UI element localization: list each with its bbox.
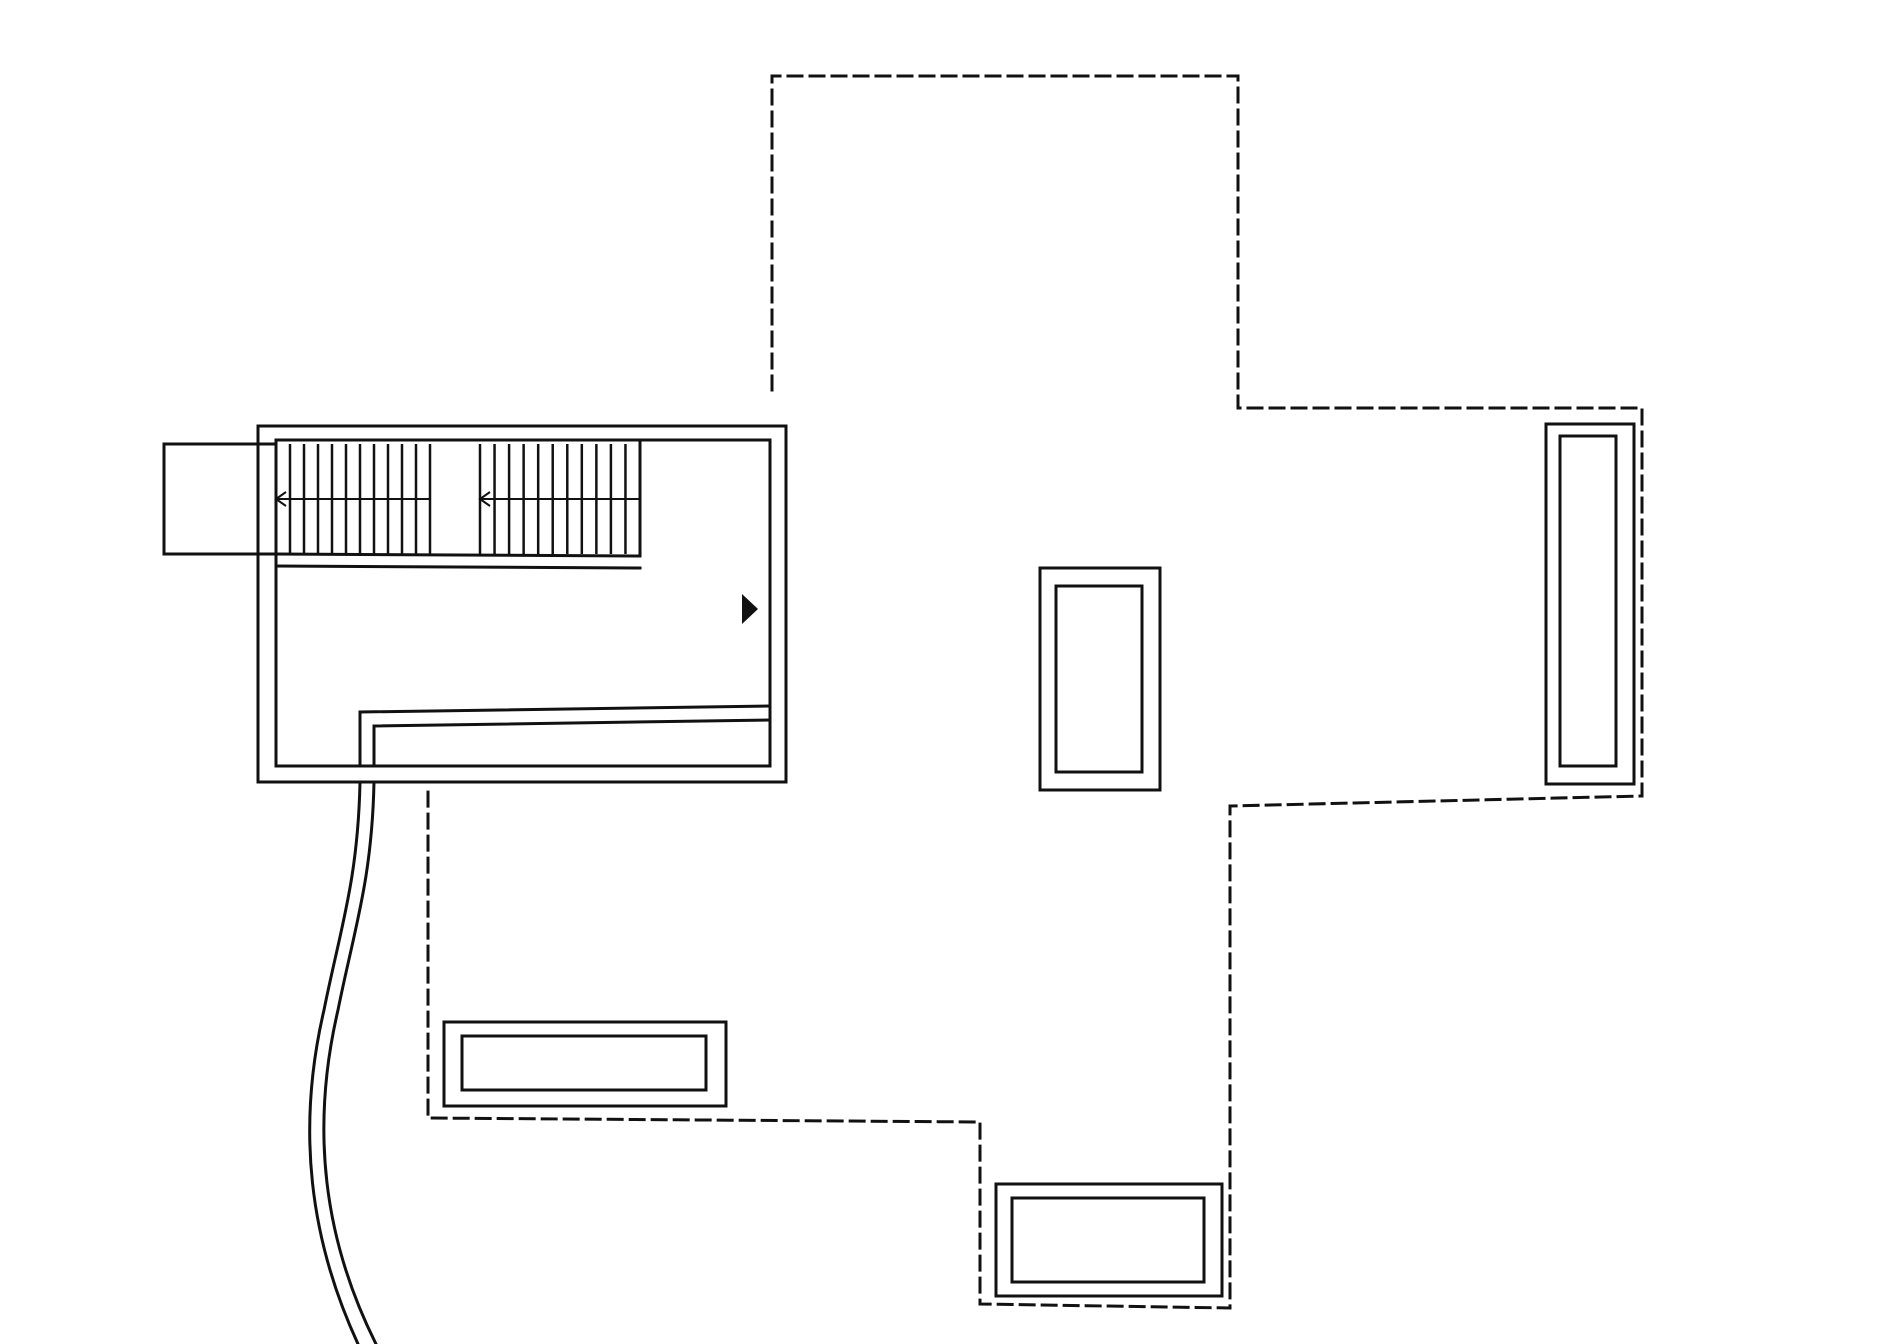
interior-partition-outer — [358, 704, 772, 768]
arrow-left-icon — [274, 491, 430, 507]
interior-partition-inner — [372, 718, 772, 768]
stair-divider — [274, 564, 642, 570]
site-boundary-upper — [426, 74, 1644, 1310]
pool-right-outer — [1544, 422, 1636, 786]
pool-right-inner — [1558, 434, 1618, 768]
building-outer-wall — [256, 424, 788, 784]
curved-path-inner — [322, 780, 378, 1344]
pool-bottom-inner — [1010, 1196, 1206, 1284]
triangle-right-icon — [742, 594, 758, 624]
pool-left-outer — [442, 1020, 728, 1108]
pool-left-inner — [460, 1034, 708, 1092]
curved-path-outer — [308, 780, 362, 1344]
arrow-left-icon — [478, 491, 640, 507]
building-inner-wall — [274, 438, 772, 768]
pool-center-outer — [1038, 566, 1162, 792]
pool-center-inner — [1054, 584, 1144, 774]
pool-bottom-outer — [994, 1182, 1224, 1298]
